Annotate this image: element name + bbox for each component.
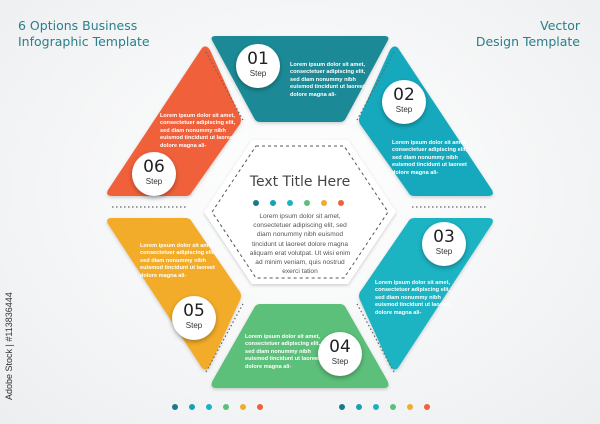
step-03-number: 03 — [433, 227, 455, 247]
step-06-badge: 06 Step — [132, 152, 176, 196]
step-02-description: Lorem ipsum dolor sit amet, consectetuer… — [392, 140, 468, 176]
color-dot — [189, 404, 195, 410]
step-01-number: 01 — [247, 49, 269, 69]
step-04-number: 04 — [329, 337, 351, 357]
step-04-description: Lorem ipsum dolor sit amet, consectetuer… — [245, 334, 321, 370]
step-05-label: Step — [185, 321, 203, 330]
color-dot — [356, 404, 362, 410]
center-hexagon — [204, 140, 396, 284]
color-dot — [223, 404, 229, 410]
step-02-label: Step — [395, 105, 413, 114]
center-hexagon-dashed-border — [211, 145, 389, 279]
step-06-description: Lorem ipsum dolor sit amet, consectetuer… — [160, 113, 236, 149]
color-dot — [287, 200, 293, 206]
color-dot — [321, 200, 327, 206]
step-05-badge: 05 Step — [172, 296, 216, 340]
header-right-line2: Design Template — [475, 34, 580, 49]
color-dot — [338, 200, 344, 206]
color-dot — [172, 404, 178, 410]
center-title: Text Title Here — [249, 174, 351, 190]
color-dot — [339, 404, 345, 410]
step-03-badge: 03 Step — [422, 222, 466, 266]
color-dot — [407, 404, 413, 410]
color-dot — [424, 404, 430, 410]
header-right-title: Vector Design Template — [476, 18, 580, 50]
color-dot — [240, 404, 246, 410]
color-dot — [206, 404, 212, 410]
header-right-line1: Vector — [540, 18, 580, 33]
header-left-line1: 6 Options Business — [18, 18, 138, 33]
header-left-title: 6 Options Business Infographic Template — [18, 18, 150, 50]
step-04-badge: 04 Step — [318, 332, 362, 376]
stock-watermark: Adobe Stock | #113836444 — [4, 292, 14, 400]
color-dot — [304, 200, 310, 206]
step-02-badge: 02 Step — [382, 80, 426, 124]
step-06-number: 06 — [143, 157, 165, 177]
color-dot — [390, 404, 396, 410]
step-01-description: Lorem ipsum dolor sit amet, consectetuer… — [290, 62, 366, 98]
dashed-separators — [112, 51, 488, 373]
step-06-label: Step — [145, 177, 163, 186]
color-dot — [373, 404, 379, 410]
step-05-description: Lorem ipsum dolor sit amet, consectetuer… — [140, 243, 216, 279]
step-03-description: Lorem ipsum dolor sit amet, consectetuer… — [375, 280, 451, 316]
color-dot — [257, 404, 263, 410]
step-01-badge: 01 Step — [236, 44, 280, 88]
color-dot — [253, 200, 259, 206]
step-01-label: Step — [249, 69, 267, 78]
step-05-panel — [107, 218, 241, 370]
footer-dots-right — [339, 404, 430, 410]
color-dot — [270, 200, 276, 206]
center-body-text: Lorem ipsum dolor sit amet, consectetuer… — [249, 213, 351, 276]
center-color-dots — [253, 200, 344, 206]
footer-dots-left — [172, 404, 263, 410]
step-03-label: Step — [435, 247, 453, 256]
header-left-line2: Infographic Template — [18, 34, 150, 49]
step-05-number: 05 — [183, 301, 205, 321]
step-04-label: Step — [331, 357, 349, 366]
step-02-number: 02 — [393, 85, 415, 105]
